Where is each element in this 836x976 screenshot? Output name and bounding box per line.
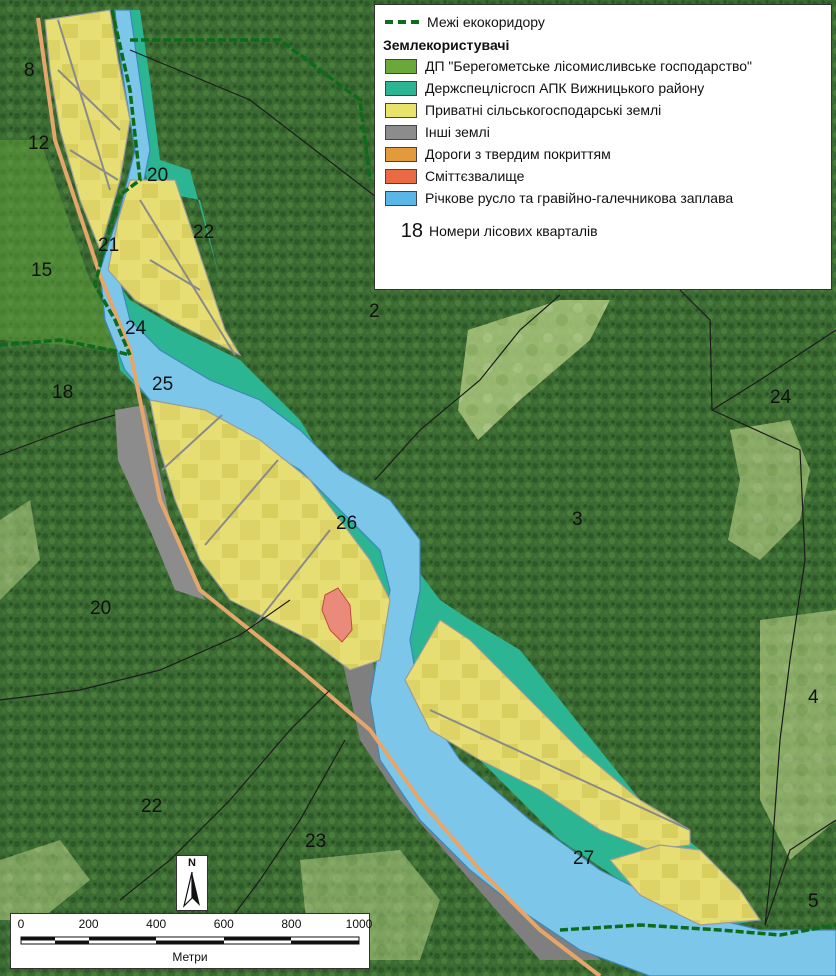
scale-tick-label: 600 bbox=[213, 917, 234, 931]
legend-item: Сміттєзвалище bbox=[383, 165, 823, 187]
legend-item-label: Інші землі bbox=[425, 124, 490, 140]
quarter-boundaries bbox=[0, 49, 836, 961]
quarter-label: 21 bbox=[98, 235, 119, 256]
agricultural-field bbox=[608, 844, 762, 926]
quarter-label: 27 bbox=[573, 848, 594, 869]
legend-swatch bbox=[385, 190, 417, 206]
agricultural-field bbox=[44, 9, 131, 252]
legend-item-label: Річкове русло та гравійно-галечникова за… bbox=[425, 190, 734, 206]
legend-item: Інші землі bbox=[383, 121, 823, 143]
field-separators bbox=[57, 19, 691, 831]
legend-boundary-row: Межі екокоридору bbox=[383, 11, 823, 33]
scale-tick-label: 800 bbox=[281, 917, 302, 931]
scale-tick-label: 400 bbox=[146, 917, 167, 931]
legend-items: ДП "Берегометське лісомисливське господа… bbox=[383, 55, 823, 209]
landfill bbox=[321, 587, 353, 643]
quarter-label: 24 bbox=[770, 387, 792, 408]
legend-item-label: Сміттєзвалище bbox=[425, 168, 525, 184]
legend-swatch bbox=[385, 124, 417, 140]
forestry-area bbox=[0, 140, 130, 350]
legend-item-label: ДП "Берегометське лісомисливське господа… bbox=[425, 58, 753, 74]
scale-tick-label: 1000 bbox=[345, 917, 373, 931]
legend-item-label: Приватні сільськогосподарські землі bbox=[425, 102, 662, 118]
legend-item: Приватні сільськогосподарські землі bbox=[383, 99, 823, 121]
meadow-patch bbox=[458, 300, 610, 440]
paved-road bbox=[36, 17, 602, 976]
legend-item-label: Дороги з твердим покриттям bbox=[425, 146, 611, 162]
scale-tick-label: 200 bbox=[78, 917, 99, 931]
scale-bar-graphic bbox=[20, 936, 360, 945]
north-letter: N bbox=[188, 857, 196, 869]
quarter-label: 2 bbox=[369, 301, 380, 322]
quarter-label: 3 bbox=[572, 509, 583, 530]
eco-corridor-boundary bbox=[0, 9, 836, 937]
north-arrow-box: N bbox=[176, 855, 208, 911]
other-land bbox=[340, 650, 600, 960]
quarter-label: 25 bbox=[152, 374, 173, 395]
legend-boundary-label: Межі екокоридору bbox=[427, 14, 545, 30]
meadow-patch bbox=[0, 500, 40, 600]
quarter-label: 12 bbox=[28, 133, 49, 154]
legend-item: ДП "Берегометське лісомисливське господа… bbox=[383, 55, 823, 77]
legend-item: Держспецлісгосп АПК Вижницького району bbox=[383, 77, 823, 99]
legend-landusers-title: Землекористувачі bbox=[383, 37, 510, 53]
quarter-label: 15 bbox=[31, 260, 52, 281]
forestry-apk-area bbox=[120, 10, 220, 280]
legend-item: Річкове русло та гравійно-галечникова за… bbox=[383, 187, 823, 209]
meadow-patch bbox=[728, 420, 810, 560]
agricultural-field bbox=[107, 179, 242, 357]
quarter-label: 22 bbox=[193, 222, 214, 243]
legend-swatch bbox=[385, 146, 417, 162]
meadow-patch bbox=[760, 610, 836, 860]
scale-bar: 0 200 400 600 800 1000 Метри bbox=[10, 913, 373, 969]
scale-unit: Метри bbox=[172, 950, 208, 964]
quarter-label-text: Номери лісових кварталів bbox=[429, 223, 598, 239]
quarter-label: 20 bbox=[90, 598, 111, 619]
legend-quarter-row: 18 Номери лісових кварталів bbox=[383, 215, 823, 247]
legend-swatch bbox=[385, 168, 417, 184]
boundary-line-symbol bbox=[385, 20, 419, 24]
quarter-label: 24 bbox=[125, 318, 147, 339]
quarter-label: 8 bbox=[24, 60, 35, 81]
agricultural-field bbox=[404, 619, 691, 851]
legend-item-label: Держспецлісгосп АПК Вижницького району bbox=[425, 80, 705, 96]
legend-swatch bbox=[385, 80, 417, 96]
river-channel bbox=[99, 9, 836, 976]
quarter-label: 23 bbox=[305, 831, 326, 852]
scale-tick-label: 0 bbox=[17, 917, 25, 931]
quarter-labels: 8 12 20 22 21 15 24 2 18 25 24 26 3 20 4… bbox=[24, 60, 819, 912]
legend: Межі екокоридору Землекористувачі ДП "Бе… bbox=[374, 4, 832, 290]
legend-item: Дороги з твердим покриттям bbox=[383, 143, 823, 165]
quarter-label: 26 bbox=[336, 513, 357, 534]
north-arrow-icon bbox=[182, 871, 200, 908]
meadow-patch bbox=[0, 840, 90, 920]
quarter-label: 4 bbox=[808, 687, 819, 708]
quarter-example: 18 bbox=[400, 219, 423, 242]
quarter-label: 18 bbox=[52, 382, 73, 403]
quarter-label: 20 bbox=[147, 165, 168, 186]
quarter-label: 22 bbox=[141, 796, 162, 817]
quarter-label: 5 bbox=[808, 891, 819, 912]
legend-swatch bbox=[385, 102, 417, 118]
legend-swatch bbox=[385, 58, 417, 74]
